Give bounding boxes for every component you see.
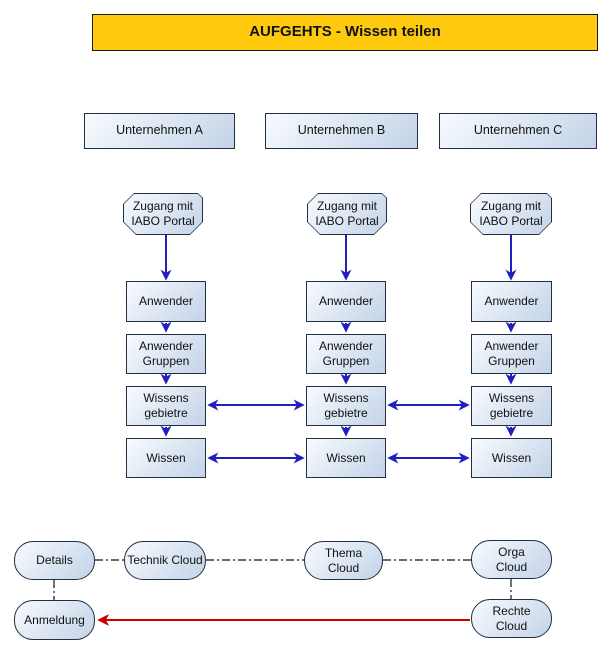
title-banner: AUFGEHTS - Wissen teilen — [92, 14, 598, 51]
node-anwender-gruppen-c: Anwender Gruppen — [471, 334, 552, 374]
node-wissen-b: Wissen — [306, 438, 386, 478]
cloud-anmeldung: Anmeldung — [14, 600, 95, 640]
page-title: AUFGEHTS - Wissen teilen — [249, 23, 441, 41]
node-wissen-c: Wissen — [471, 438, 552, 478]
node-anwender-gruppen-a: Anwender Gruppen — [126, 334, 206, 374]
node-wissensgebiete-c: Wissens gebietre — [471, 386, 552, 426]
company-box-b: Unternehmen B — [265, 113, 418, 149]
company-box-a: Unternehmen A — [84, 113, 235, 149]
portal-shape-a: Zugang mit IABO Portal — [123, 193, 203, 235]
company-label-a: Unternehmen A — [116, 123, 203, 138]
portal-label-c: Zugang mit IABO Portal — [471, 194, 551, 234]
cloud-orga: Orga Cloud — [471, 540, 552, 579]
portal-shape-b: Zugang mit IABO Portal — [307, 193, 387, 235]
cloud-rechte: Rechte Cloud — [471, 599, 552, 638]
node-anwender-b: Anwender — [306, 281, 386, 322]
cloud-thema: Thema Cloud — [304, 541, 383, 580]
node-anwender-gruppen-b: Anwender Gruppen — [306, 334, 386, 374]
node-anwender-a: Anwender — [126, 281, 206, 322]
company-box-c: Unternehmen C — [439, 113, 597, 149]
portal-label-a: Zugang mit IABO Portal — [124, 194, 202, 234]
company-label-b: Unternehmen B — [297, 123, 386, 138]
node-wissensgebiete-b: Wissens gebietre — [306, 386, 386, 426]
node-anwender-c: Anwender — [471, 281, 552, 322]
node-wissensgebiete-a: Wissens gebietre — [126, 386, 206, 426]
portal-shape-c: Zugang mit IABO Portal — [470, 193, 552, 235]
cloud-details: Details — [14, 541, 95, 580]
node-wissen-a: Wissen — [126, 438, 206, 478]
company-label-c: Unternehmen C — [473, 123, 563, 138]
portal-label-b: Zugang mit IABO Portal — [308, 194, 386, 234]
cloud-technik: Technik Cloud — [124, 541, 206, 580]
